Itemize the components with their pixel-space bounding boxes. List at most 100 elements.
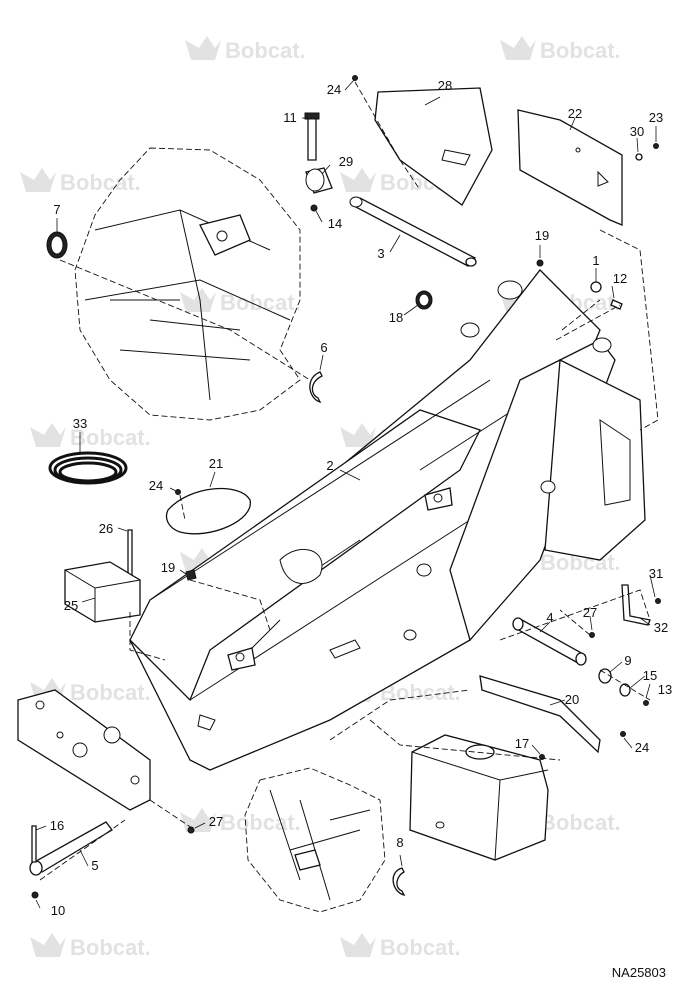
callout-14: 14 [328, 216, 342, 231]
watermark-text: Bobcat. [70, 680, 151, 705]
part-19-fitting-2 [185, 569, 197, 581]
callout-5: 5 [91, 858, 98, 873]
callout-22: 22 [568, 106, 582, 121]
part-31-screw [655, 598, 661, 604]
drawing-number: NA25803 [611, 965, 666, 980]
part-24-screw-3 [620, 731, 626, 737]
callout-29: 29 [339, 154, 353, 169]
callout-32: 32 [654, 620, 668, 635]
watermark-logo-icon [340, 168, 376, 192]
part-4-pin [512, 617, 587, 666]
callout-31: 31 [649, 566, 663, 581]
callout-12: 12 [613, 271, 627, 286]
watermark-text: Bobcat. [220, 290, 301, 315]
callout-7: 7 [53, 202, 60, 217]
part-1-washer [590, 281, 602, 293]
part-27-nut [589, 632, 595, 638]
callout-28: 28 [438, 78, 452, 93]
watermark-logo-icon [340, 933, 376, 957]
callout-23: 23 [649, 110, 663, 125]
assembly-lines [39, 81, 659, 881]
detail-view-upper [74, 147, 301, 421]
callout-19: 19 [535, 228, 549, 243]
watermark-logo-icon [185, 36, 221, 60]
watermark-logo-icon [30, 423, 66, 447]
callout-24-b: 24 [149, 478, 163, 493]
watermark-logo-icon [30, 933, 66, 957]
part-10-nut [31, 891, 39, 899]
callout-19-b: 19 [161, 560, 175, 575]
part-fuel-tank [409, 734, 549, 861]
callout-26: 26 [99, 521, 113, 536]
detail-view-lower [244, 767, 386, 913]
part-25-block [64, 561, 141, 623]
callout-10: 10 [51, 903, 65, 918]
watermark-layer: Bobcat. Bobcat. Bobcat. Bobcat. Bobcat. Bobca… [20, 36, 621, 960]
front-mount-plate [17, 689, 151, 811]
part-7-seal [46, 231, 68, 259]
part-28-panel [374, 87, 493, 206]
callout-1: 1 [592, 253, 599, 268]
watermark-logo-icon [340, 423, 376, 447]
part-9-ring [598, 668, 612, 684]
part-24-screw-2 [352, 75, 358, 81]
watermark-text: Bobcat. [540, 38, 621, 63]
part-11-bolt [304, 112, 320, 161]
callout-3: 3 [377, 246, 384, 261]
watermark-text: Bobcat. [220, 810, 301, 835]
callout-27-a: 27 [583, 605, 597, 620]
watermark-text: Bobcat. [225, 38, 306, 63]
main-frame [129, 269, 646, 771]
part-5-pin [29, 821, 113, 876]
callout-8: 8 [396, 835, 403, 850]
watermark-text: Bobcat. [540, 810, 621, 835]
part-21-cover [165, 487, 251, 535]
callout-layer: 1 2 3 4 5 6 7 8 9 10 11 12 13 14 15 16 1… [50, 78, 672, 918]
part-33-hose [48, 451, 128, 485]
callout-24-c: 24 [635, 740, 649, 755]
part-14-nut [310, 204, 318, 212]
callout-11: 11 [283, 110, 297, 125]
callout-30: 30 [630, 124, 644, 139]
callout-25: 25 [64, 598, 78, 613]
part-15-ring [619, 683, 631, 697]
watermark-logo-icon [500, 36, 536, 60]
part-20-bracket [479, 675, 601, 754]
watermark-logo-icon [180, 288, 216, 312]
callout-17: 17 [515, 736, 529, 751]
part-16-bolt [31, 825, 37, 863]
callout-13: 13 [658, 682, 672, 697]
part-19-fitting [536, 259, 544, 267]
callout-24-a: 24 [327, 82, 341, 97]
callout-15: 15 [643, 668, 657, 683]
part-27-nut-2 [187, 826, 195, 834]
callout-21: 21 [209, 456, 223, 471]
callout-18: 18 [389, 310, 403, 325]
part-6-clip [309, 371, 323, 404]
callout-2: 2 [326, 458, 333, 473]
callout-6: 6 [320, 340, 327, 355]
callout-4: 4 [546, 610, 553, 625]
callout-27-b: 27 [209, 814, 223, 829]
part-29-bushing [305, 167, 333, 194]
part-30-washer [635, 153, 643, 161]
part-13-nut [643, 700, 649, 706]
leader-lines [35, 79, 657, 909]
part-22-plate [517, 109, 623, 226]
part-18-ring [415, 290, 433, 310]
callout-16: 16 [50, 818, 64, 833]
callout-9: 9 [624, 653, 631, 668]
callout-33: 33 [73, 416, 87, 431]
watermark-text: Bobcat. [380, 935, 461, 960]
watermark-text: Bobcat. [70, 935, 151, 960]
part-23-screw [653, 143, 659, 149]
callout-20: 20 [565, 692, 579, 707]
part-3-pin [349, 196, 477, 267]
watermark-logo-icon [20, 168, 56, 192]
part-12-bolt [610, 299, 623, 310]
part-24-screw [175, 489, 181, 495]
part-8-clip [392, 867, 406, 896]
watermark-text: Bobcat. [60, 170, 141, 195]
watermark-text: Bobcat. [70, 425, 151, 450]
